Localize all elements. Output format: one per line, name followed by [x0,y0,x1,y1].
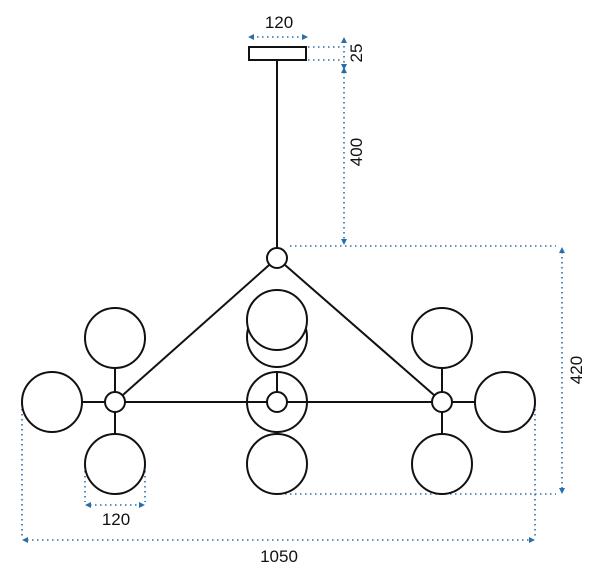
canopy-width-label: 120 [265,13,293,32]
globe [411,307,473,369]
globe [474,371,536,433]
ceiling-canopy [248,46,307,61]
arrow-right [302,34,308,40]
arrow-down [559,488,565,494]
body-height-label: 420 [567,356,586,384]
center-hub [266,391,288,413]
dimension-lines [21,34,565,543]
arrow-right [139,502,145,508]
frame-right-arm [276,257,443,403]
globe-width-label: 120 [102,510,130,529]
globe [411,433,473,495]
canopy-height-label: 25 [347,44,366,63]
arrow-up [559,247,565,253]
arrow-left [22,537,28,543]
top-hub [266,247,288,269]
globe [246,289,308,351]
globe [21,371,83,433]
dimension-labels: 120 25 400 420 120 1050 [102,13,586,566]
right-hub [431,391,453,413]
arrow-up [341,37,347,43]
globe [84,433,146,495]
total-width-label: 1050 [260,547,298,566]
arrow-up [341,67,347,73]
rod-length-label: 400 [347,138,366,166]
left-hub [104,391,126,413]
arrow-down [341,239,347,245]
arrow-left [248,34,254,40]
arrow-right [529,537,535,543]
chandelier [21,46,536,495]
frame-left-arm [114,257,278,403]
globe [84,307,146,369]
globe [246,433,308,495]
arrow-left [85,502,91,508]
